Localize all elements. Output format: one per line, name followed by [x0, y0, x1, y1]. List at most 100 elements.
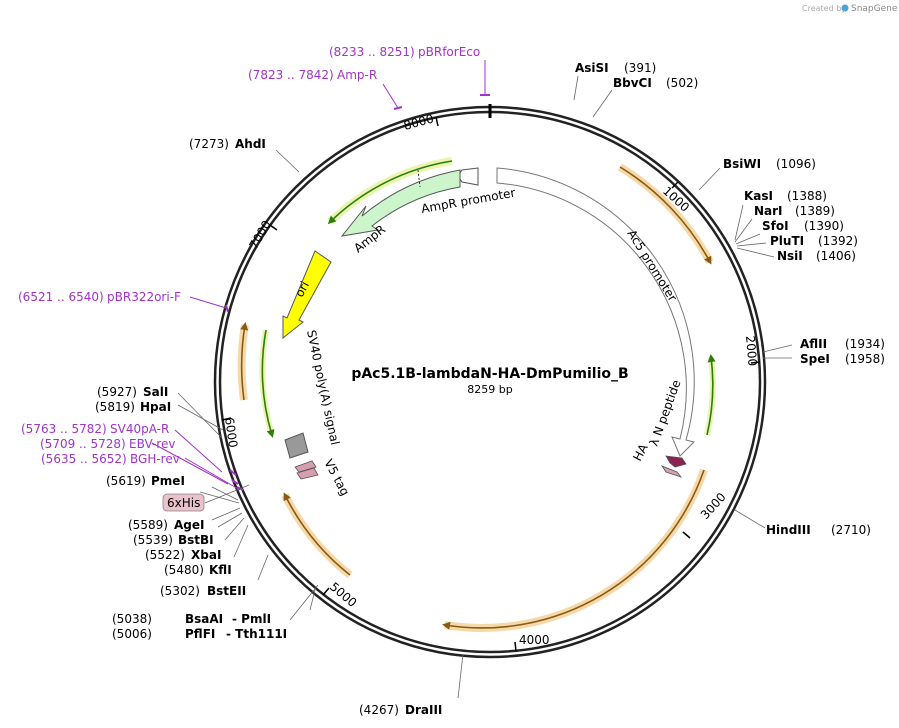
svg-text:(1406): (1406): [816, 249, 856, 263]
credit-prefix: Created by: [802, 4, 846, 13]
credit-brand: SnapGene: [851, 4, 898, 14]
svg-text:- PmlI: - PmlI: [232, 612, 271, 626]
site-bsaai-pmli[interactable]: (5038) BsaAI - PmlI: [112, 612, 271, 626]
site-bbvci[interactable]: BbvCI (502): [613, 76, 698, 90]
ac5-promoter-feature[interactable]: [496, 167, 695, 457]
svg-text:PluTI: PluTI: [770, 234, 804, 248]
ori-label: ori: [292, 279, 312, 299]
svg-text:KasI: KasI: [744, 189, 773, 203]
sv40-polya-feature[interactable]: [284, 432, 309, 459]
svg-text:HpaI: HpaI: [140, 400, 171, 414]
site-leaders: [177, 75, 793, 699]
lambdan-label: λ N peptide: [647, 378, 684, 448]
svg-text:DraIII: DraIII: [405, 703, 442, 717]
ha-feature[interactable]: [660, 465, 683, 478]
site-aflii[interactable]: AflII (1934): [800, 337, 885, 351]
svg-text:NarI: NarI: [754, 204, 783, 218]
svg-text:AgeI: AgeI: [174, 518, 204, 532]
svg-text:(5819): (5819): [95, 400, 135, 414]
site-kfli[interactable]: (5480) KflI: [164, 563, 232, 577]
snapgene-logo-icon: [841, 4, 849, 12]
svg-text:(6521 .. 6540): (6521 .. 6540): [18, 290, 104, 304]
svg-text:(1388): (1388): [787, 189, 827, 203]
svg-text:(5635 .. 5652): (5635 .. 5652): [41, 452, 127, 466]
svg-text:(8233 .. 8251): (8233 .. 8251): [329, 45, 415, 59]
svg-text:XbaI: XbaI: [191, 548, 221, 562]
orf-arrow-3: [283, 492, 351, 576]
primer-pbr322ori-f[interactable]: (6521 .. 6540) pBR322ori-F: [18, 290, 181, 304]
tick-5000: 5000: [327, 580, 359, 610]
svg-text:PflFI: PflFI: [185, 627, 215, 641]
svg-text:SfoI: SfoI: [762, 219, 789, 233]
svg-text:AhdI: AhdI: [235, 137, 266, 151]
ampr-promoter-feature[interactable]: [457, 167, 479, 186]
site-nari[interactable]: NarI (1389): [754, 204, 835, 218]
ampr-feature[interactable]: [340, 169, 461, 237]
green-arrow-right: [706, 354, 716, 436]
svg-text:(5589): (5589): [128, 518, 168, 532]
orf-arcs: [237, 157, 716, 632]
primer-bgh-rev[interactable]: (5635 .. 5652) BGH-rev: [41, 452, 180, 466]
tick-4000: 4000: [519, 633, 550, 647]
site-pluti[interactable]: PluTI (1392): [770, 234, 858, 248]
svg-text:(1389): (1389): [795, 204, 835, 218]
primer-amp-r[interactable]: (7823 .. 7842) Amp-R: [248, 68, 377, 82]
svg-text:(1392): (1392): [818, 234, 858, 248]
svg-text:(502): (502): [666, 76, 698, 90]
svg-text:SpeI: SpeI: [800, 352, 830, 366]
svg-text:BstEII: BstEII: [207, 584, 246, 598]
svg-text:(5480): (5480): [164, 563, 204, 577]
svg-text:BbvCI: BbvCI: [613, 76, 652, 90]
site-kasi[interactable]: KasI (1388): [744, 189, 827, 203]
tick-7000: 7000: [246, 218, 273, 251]
ori-feature[interactable]: [282, 250, 332, 340]
svg-text:SalI: SalI: [143, 385, 168, 399]
v5-tag-feature[interactable]: [294, 460, 319, 480]
site-sali[interactable]: (5927) SalI: [97, 385, 168, 399]
svg-text:(1096): (1096): [776, 157, 816, 171]
svg-text:NsiI: NsiI: [777, 249, 803, 263]
site-bstbi[interactable]: (5539) BstBI: [133, 533, 214, 547]
site-nsii[interactable]: NsiI (1406): [777, 249, 856, 263]
primer-ebv-rev[interactable]: (5709 .. 5728) EBV-rev: [40, 437, 175, 451]
site-hpai[interactable]: (5819) HpaI: [95, 400, 171, 414]
svg-text:KflI: KflI: [209, 563, 232, 577]
site-agei[interactable]: (5589) AgeI: [128, 518, 204, 532]
svg-text:(5302): (5302): [160, 584, 200, 598]
svg-text:(5038): (5038): [112, 612, 152, 626]
primer-sv40pa-r[interactable]: (5763 .. 5782) SV40pA-R: [21, 422, 169, 436]
site-sfoi[interactable]: SfoI (1390): [762, 219, 844, 233]
orf-arrow-4: [240, 322, 249, 401]
lambdan-feature[interactable]: [665, 455, 687, 468]
site-pmei[interactable]: (5619) PmeI: [106, 474, 185, 488]
svg-text:AflII: AflII: [800, 337, 827, 351]
svg-text:(5006): (5006): [112, 627, 152, 641]
svg-text:Amp-R: Amp-R: [337, 68, 377, 82]
site-draiii[interactable]: (4267) DraIII: [359, 703, 442, 717]
svg-text:PmeI: PmeI: [151, 474, 185, 488]
svg-text:BsaAI: BsaAI: [185, 612, 223, 626]
svg-text:- Tth111I: - Tth111I: [226, 627, 287, 641]
site-asisi[interactable]: AsiSI (391): [575, 61, 656, 75]
site-bsteii[interactable]: (5302) BstEII: [160, 584, 246, 598]
svg-text:(5539): (5539): [133, 533, 173, 547]
site-xbai[interactable]: (5522) XbaI: [145, 548, 221, 562]
green-arrow-left: [261, 329, 275, 438]
svg-text:AsiSI: AsiSI: [575, 61, 609, 75]
svg-text:(1390): (1390): [804, 219, 844, 233]
svg-text:(2710): (2710): [831, 523, 871, 537]
svg-text:(7273): (7273): [189, 137, 229, 151]
his-tag-badge[interactable]: 6xHis: [162, 493, 205, 512]
plasmid-size: 8259 bp: [467, 383, 512, 396]
site-hindiii[interactable]: HindIII (2710): [766, 523, 871, 537]
site-bsiwi[interactable]: BsiWI (1096): [723, 157, 816, 171]
primer-pbrforeco[interactable]: (8233 .. 8251) pBRforEco: [329, 45, 480, 59]
site-spei[interactable]: SpeI (1958): [800, 352, 885, 366]
svg-text:(1958): (1958): [845, 352, 885, 366]
v5-tag-label: V5 tag: [321, 457, 352, 498]
tick-8000: 8000: [402, 111, 435, 132]
site-pflfi-tth111i[interactable]: (5006) PflFI - Tth111I: [112, 627, 287, 641]
site-ahdi[interactable]: (7273) AhdI: [189, 137, 266, 151]
svg-text:HindIII: HindIII: [766, 523, 811, 537]
